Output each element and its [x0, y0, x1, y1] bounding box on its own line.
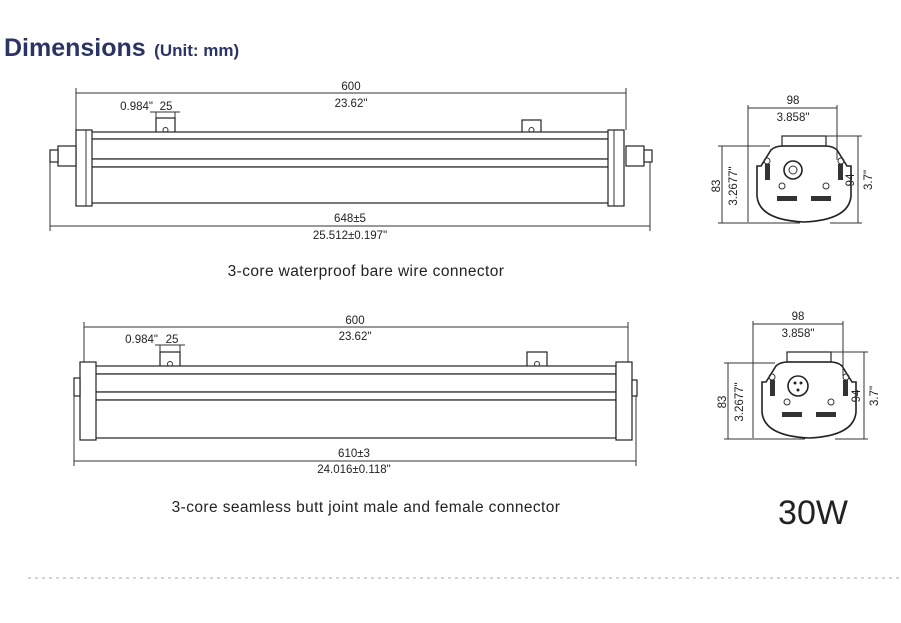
bracket-in-1: 0.984"	[120, 101, 153, 113]
end-view-2-dims	[724, 321, 868, 440]
side-view-1	[49, 88, 653, 231]
total-height-in-1: 3.7"	[863, 170, 875, 190]
total-height-in-2: 3.7"	[869, 386, 881, 406]
overall-mm-1: 648±5	[334, 213, 366, 225]
bracket-in-2: 0.984"	[125, 334, 158, 346]
width-mm-2: 98	[792, 311, 805, 323]
end-view-1-dims	[718, 105, 862, 224]
height-mm-1: 83	[711, 180, 723, 193]
height-in-1: 3.2677"	[728, 166, 740, 205]
width-mm-1: 98	[787, 95, 800, 107]
caption-2: 3-core seamless butt joint male and fema…	[172, 499, 561, 516]
width-in-1: 3.858"	[777, 112, 810, 124]
bracket-mm-2: 25	[166, 334, 179, 346]
overall-mm-2: 610±3	[338, 448, 370, 460]
title-text: Dimensions	[4, 34, 146, 62]
width-in-2: 3.858"	[782, 328, 815, 340]
power-rating: 30W	[778, 494, 848, 532]
page-title: Dimensions (Unit: mm)	[4, 34, 239, 63]
caption-1: 3-core waterproof bare wire connector	[228, 263, 505, 280]
length-in-2: 23.62"	[339, 331, 372, 343]
butt-joint-connector-icon	[787, 375, 809, 397]
length-mm-2: 600	[345, 315, 364, 327]
bare-wire-connector-icon	[783, 160, 803, 180]
unit-label: (Unit: mm)	[154, 41, 240, 60]
bracket-mm-1: 25	[160, 101, 173, 113]
length-mm-1: 600	[341, 81, 360, 93]
total-height-mm-1: 94	[845, 173, 857, 186]
overall-in-2: 24.016±0.118"	[317, 464, 391, 476]
height-in-2: 3.2677"	[734, 382, 746, 421]
height-mm-2: 83	[717, 396, 729, 409]
side-view-2	[73, 322, 638, 466]
total-height-mm-2: 94	[851, 389, 863, 402]
end-view-2	[761, 351, 857, 439]
overall-in-1: 25.512±0.197"	[313, 230, 387, 242]
length-in-1: 23.62"	[335, 98, 368, 110]
